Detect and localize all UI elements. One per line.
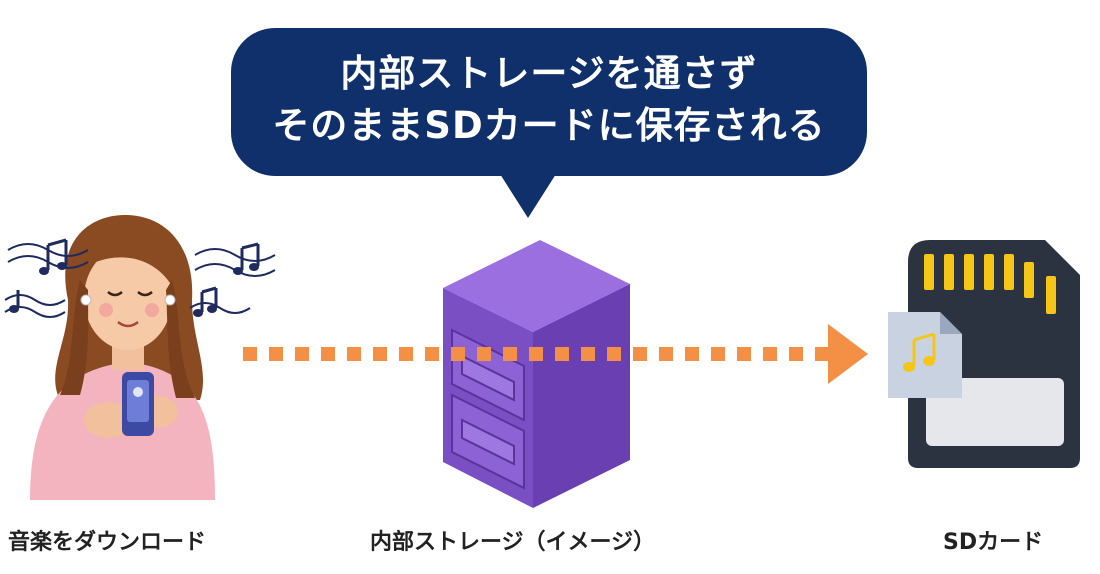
arrow-dot [347,347,361,361]
arrow-dot [295,347,309,361]
arrowhead-icon [828,324,868,384]
arrow-dot [581,347,595,361]
arrow-dot [607,347,621,361]
arrow-dot [399,347,413,361]
speech-bubble: 内部ストレージを通さず そのままSDカードに保存される [231,28,867,176]
arrow-dot [685,347,699,361]
arrow-dot [503,347,517,361]
arrow-dot [425,347,439,361]
arrow-dot [789,347,803,361]
sd-contacts [924,254,1056,314]
arrow-dot [269,347,283,361]
arrow-dot [763,347,777,361]
arrow-dot [737,347,751,361]
arrow-dot [555,347,569,361]
speech-bubble-tail [500,174,556,218]
bubble-line-1: 内部ストレージを通さず [340,52,758,95]
music-file-icon [888,312,962,398]
arrow-dot [529,347,543,361]
woman-illustration [30,215,215,500]
arrow-dot [321,347,335,361]
arrow-dot [451,347,465,361]
arrow-dot [711,347,725,361]
arrow-dot [373,347,387,361]
music-notes-group [4,238,276,318]
arrow-dot [633,347,647,361]
caption-sd-card: SDカード [943,530,1044,555]
music-note-icon [903,332,936,372]
arrow-dot [243,347,257,361]
arrow-dot [477,347,491,361]
sd-card-illustration [888,240,1080,468]
music-note-icon [39,238,68,275]
caption-music-download: 音楽をダウンロード [8,530,207,555]
arrow-dot [659,347,673,361]
caption-internal-storage: 内部ストレージ（イメージ） [370,530,656,555]
storage-cabinet-illustration [443,240,630,508]
bubble-line-2: そのままSDカードに保存される [272,104,826,147]
arrow-dot [815,347,829,361]
earbud-icon [80,294,92,306]
transfer-arrow [243,324,868,384]
